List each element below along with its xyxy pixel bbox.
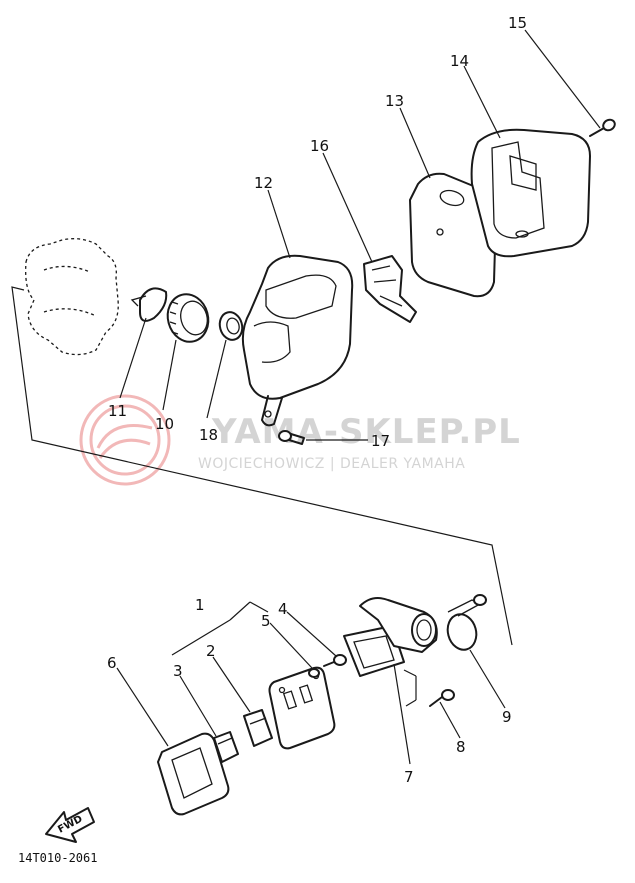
label-part-4: 4: [278, 600, 288, 618]
label-part-8: 8: [456, 738, 466, 756]
label-part-16: 16: [310, 137, 329, 155]
label-part-1: 1: [195, 596, 205, 614]
label-part-18: 18: [199, 426, 218, 444]
assembly-bracket-lines: [11, 286, 513, 707]
label-part-10: 10: [155, 415, 174, 433]
drawing-code: 14T010-2061: [18, 851, 97, 865]
label-part-17: 17: [371, 432, 390, 450]
label-part-13: 13: [385, 92, 404, 110]
part-5-washer: [308, 668, 320, 678]
label-part-12: 12: [254, 174, 273, 192]
part-2-reed-valve: [243, 709, 273, 747]
label-part-6: 6: [107, 654, 117, 672]
part-labels: 15 14 13 16 12 11 10 18 17 1 4 5 2 3 6 7…: [107, 14, 527, 786]
watermark: YAMA-SKLEP.PL WOJCIECHOWICZ | DEALER YAM…: [79, 394, 521, 486]
part-18-collar: [218, 311, 244, 341]
label-part-9: 9: [502, 708, 512, 726]
part-13-element-cap: [409, 172, 498, 298]
part-12-air-filter-case: [241, 254, 354, 427]
watermark-title: YAMA-SKLEP.PL: [211, 412, 521, 452]
part-16-element: [363, 255, 417, 323]
part-11-clamp: [130, 287, 168, 322]
label-part-14: 14: [450, 52, 469, 70]
label-part-3: 3: [173, 662, 183, 680]
watermark-subtitle: WOJCIECHOWICZ | DEALER YAMAHA: [198, 456, 465, 472]
part-1-reed-valve-assembly: [268, 666, 336, 750]
part-14-cover: [470, 128, 591, 258]
carburetor-ghost-outline: [25, 238, 119, 356]
label-part-7: 7: [404, 768, 414, 786]
label-part-15: 15: [508, 14, 527, 32]
part-15-screw: [589, 118, 616, 137]
label-part-2: 2: [206, 642, 216, 660]
label-part-5: 5: [261, 612, 271, 630]
part-17-screw: [278, 430, 305, 445]
fwd-arrow-icon: FWD: [45, 807, 95, 843]
part-7-intake-manifold: [343, 597, 438, 677]
leader-lines: [116, 29, 601, 765]
part-4-screw: [323, 654, 347, 667]
part-6-gasket: [157, 732, 230, 816]
part-9-clamp: [446, 594, 487, 651]
label-part-11: 11: [108, 402, 127, 420]
part-10-joint: [166, 293, 210, 343]
part-3-reed-valve: [213, 731, 239, 763]
part-8-screw: [429, 689, 455, 707]
watermark-seal-icon: [79, 394, 171, 486]
